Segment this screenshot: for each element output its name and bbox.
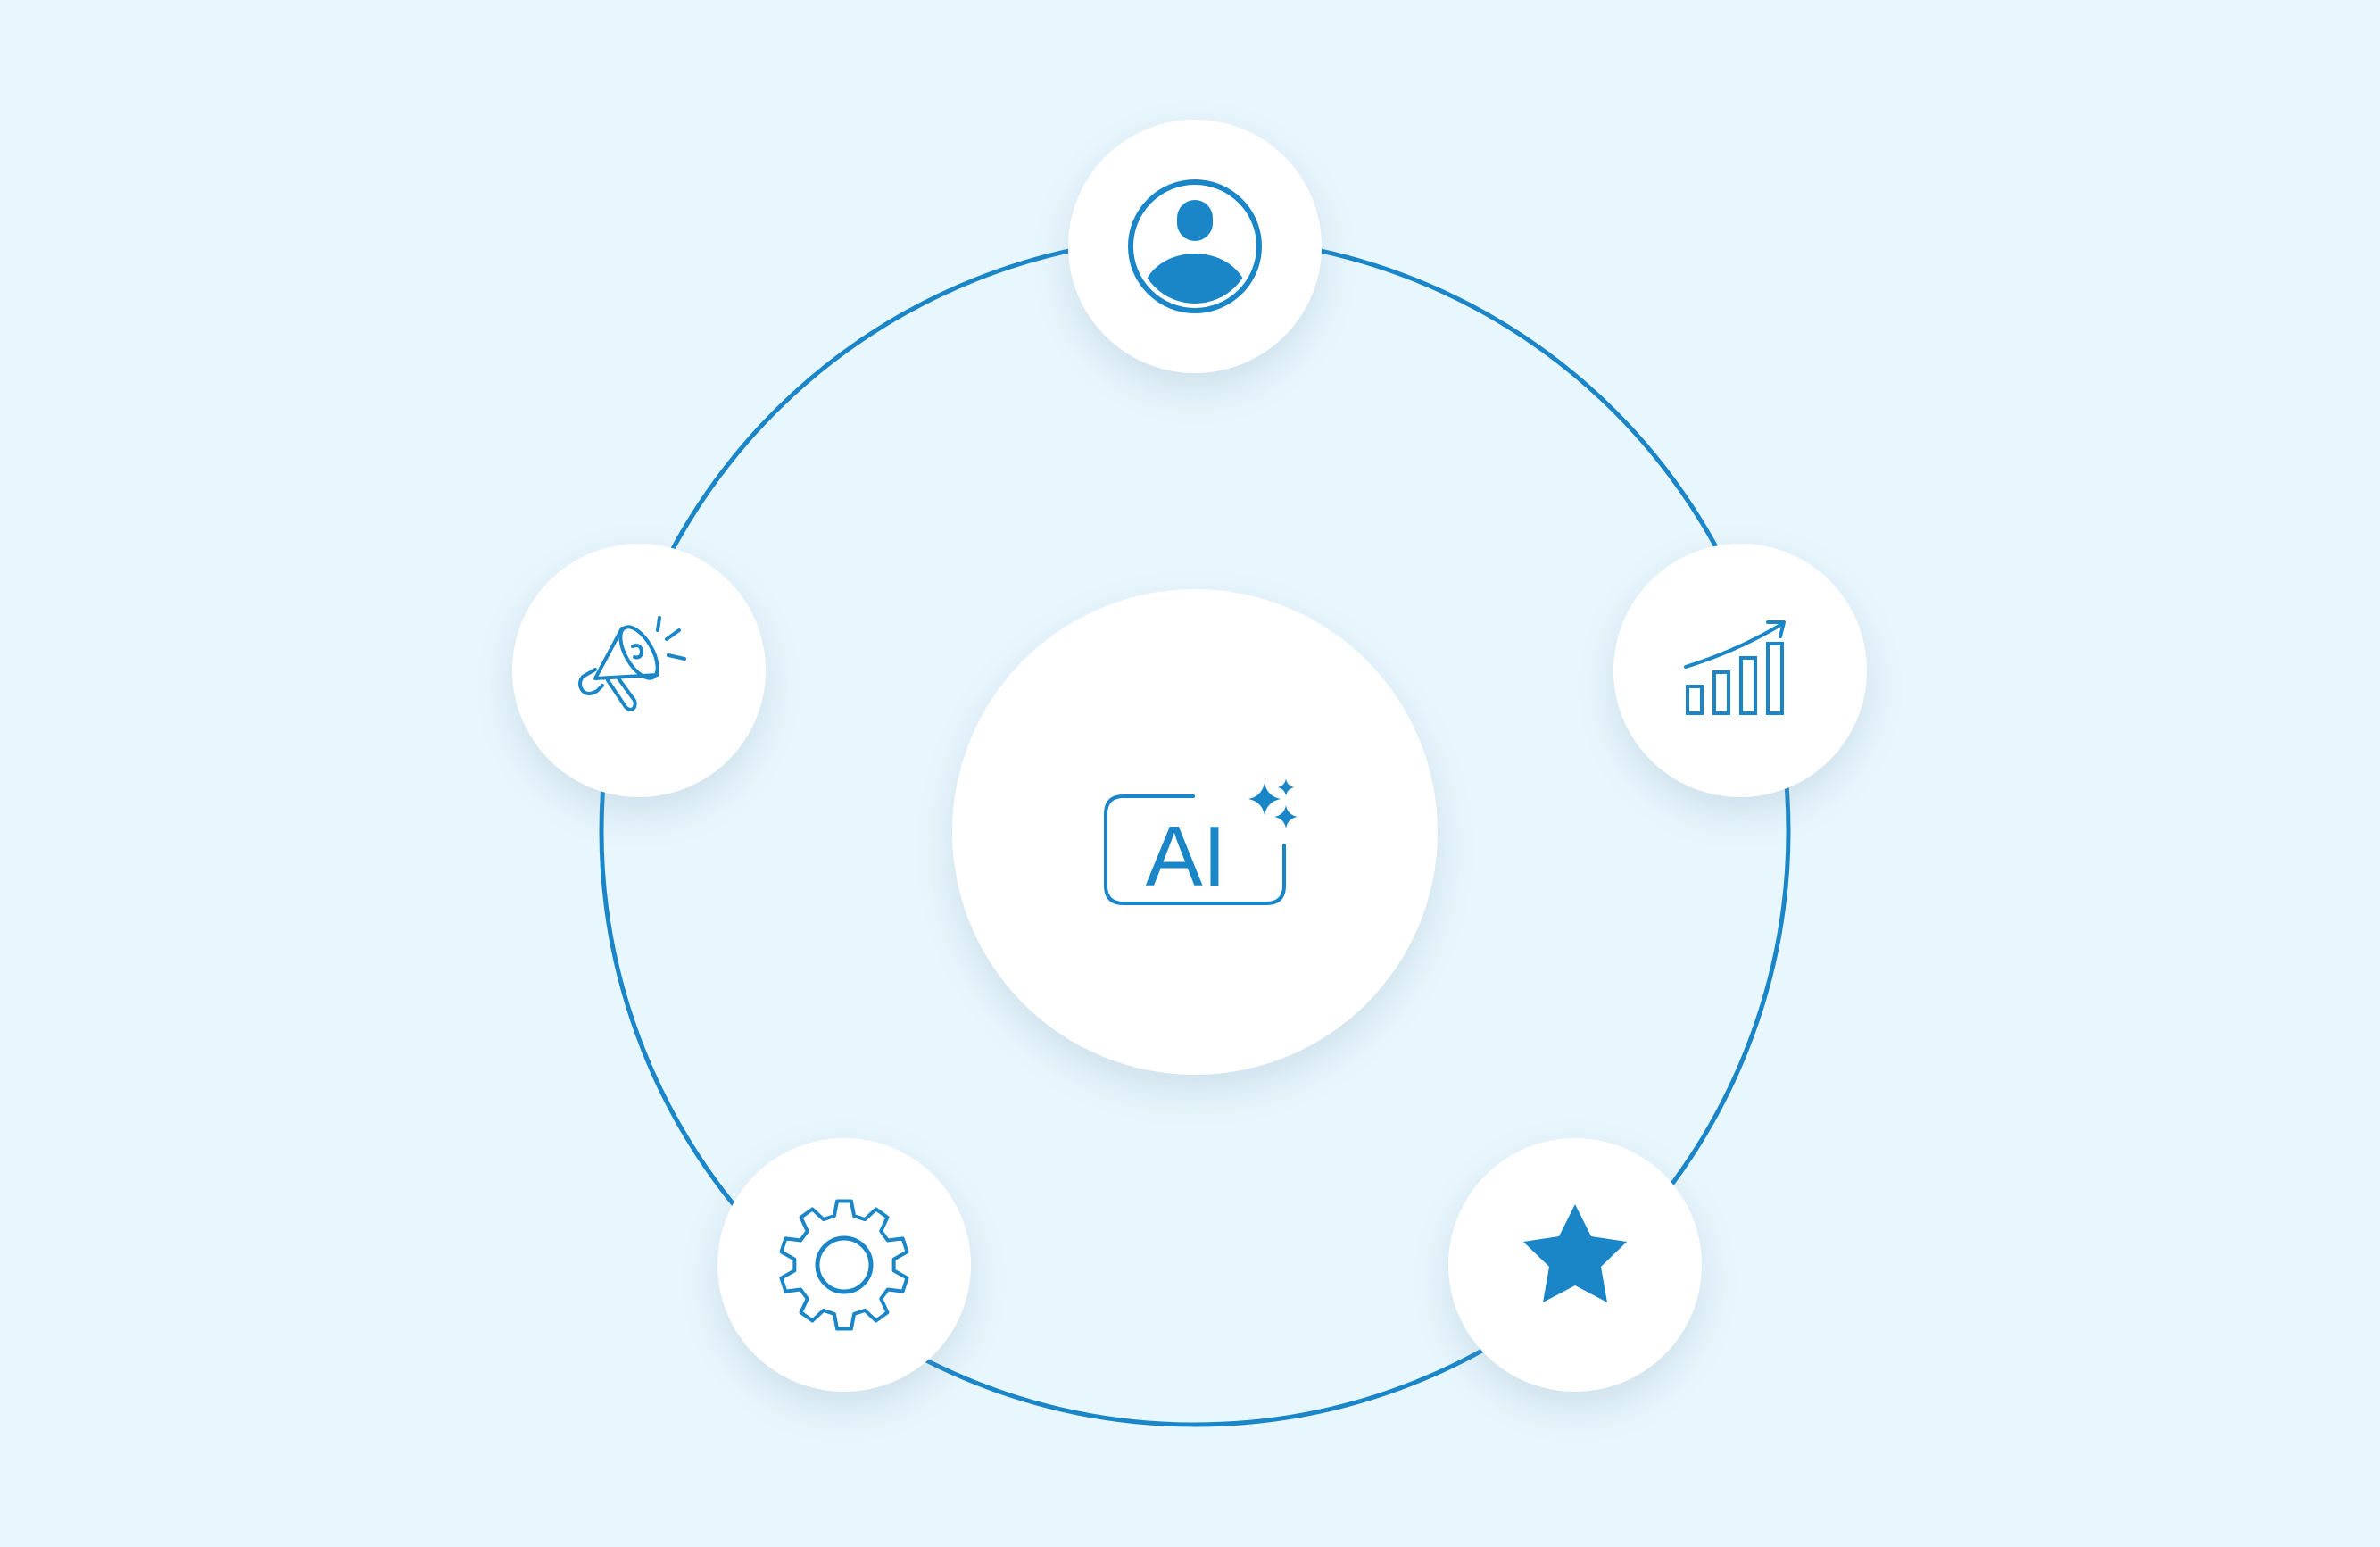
center-ai-node: AI: [952, 589, 1438, 1075]
node-user: [1068, 120, 1322, 373]
node-settings: [717, 1138, 971, 1392]
node-marketing: [512, 544, 766, 797]
star-icon: [1523, 1204, 1627, 1302]
node-rating: [1448, 1138, 1702, 1392]
ai-sparkle-icon: AI: [1104, 778, 1298, 905]
growth-chart-icon: [1684, 620, 1786, 715]
megaphone-icon: [578, 616, 686, 711]
gear-icon: [779, 1199, 909, 1331]
user-profile-icon: [1128, 179, 1262, 313]
node-growth: [1613, 544, 1867, 797]
ai-label: AI: [1146, 809, 1227, 904]
